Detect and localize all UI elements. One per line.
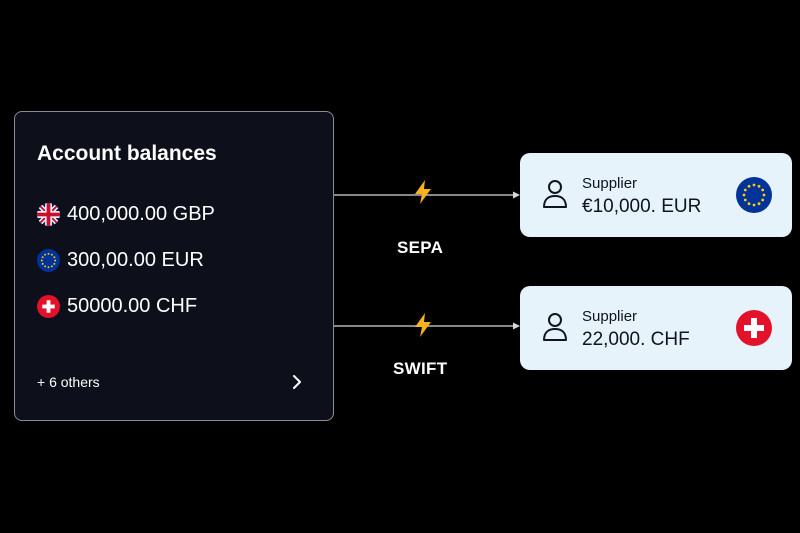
- supplier-label: Supplier: [582, 175, 638, 192]
- eu-flag-icon: [37, 249, 60, 272]
- supplier-amount: 22,000. CHF: [582, 329, 690, 350]
- swiss-flag-icon: [37, 295, 60, 318]
- transfer-method-sepa: SEPA: [397, 238, 444, 257]
- balance-amount: 400,000.00 GBP: [67, 203, 215, 225]
- lightning-bolt-icon: [412, 179, 434, 205]
- lightning-bolt-icon: [412, 312, 434, 338]
- card-title: Account balances: [37, 142, 217, 165]
- supplier-card-chf: Supplier 22,000. CHF: [520, 286, 792, 370]
- balance-row-chf: 50000.00 CHF: [37, 295, 197, 318]
- swift-arrowhead: [513, 322, 520, 330]
- swiss-flag-icon: [736, 310, 772, 346]
- supplier-amount: €10,000. EUR: [582, 196, 702, 217]
- balance-amount: 50000.00 CHF: [67, 295, 198, 317]
- account-balances-card: Account balances 400,000.00 GBP: [14, 111, 334, 421]
- chevron-right-icon[interactable]: [289, 371, 305, 393]
- balance-row-gbp: 400,000.00 GBP: [37, 203, 215, 226]
- sepa-arrowhead: [513, 191, 520, 199]
- supplier-card-eur: Supplier €10,000. EUR: [520, 153, 792, 237]
- transfer-method-swift: SWIFT: [393, 359, 448, 378]
- person-icon: [542, 179, 568, 209]
- others-link[interactable]: + 6 others: [37, 374, 100, 390]
- balance-amount: 300,00.00 EUR: [67, 249, 204, 271]
- uk-flag-icon: [37, 203, 60, 226]
- supplier-label: Supplier: [582, 308, 638, 325]
- balance-row-eur: 300,00.00 EUR: [37, 249, 204, 272]
- eu-flag-icon: [736, 177, 772, 213]
- person-icon: [542, 312, 568, 342]
